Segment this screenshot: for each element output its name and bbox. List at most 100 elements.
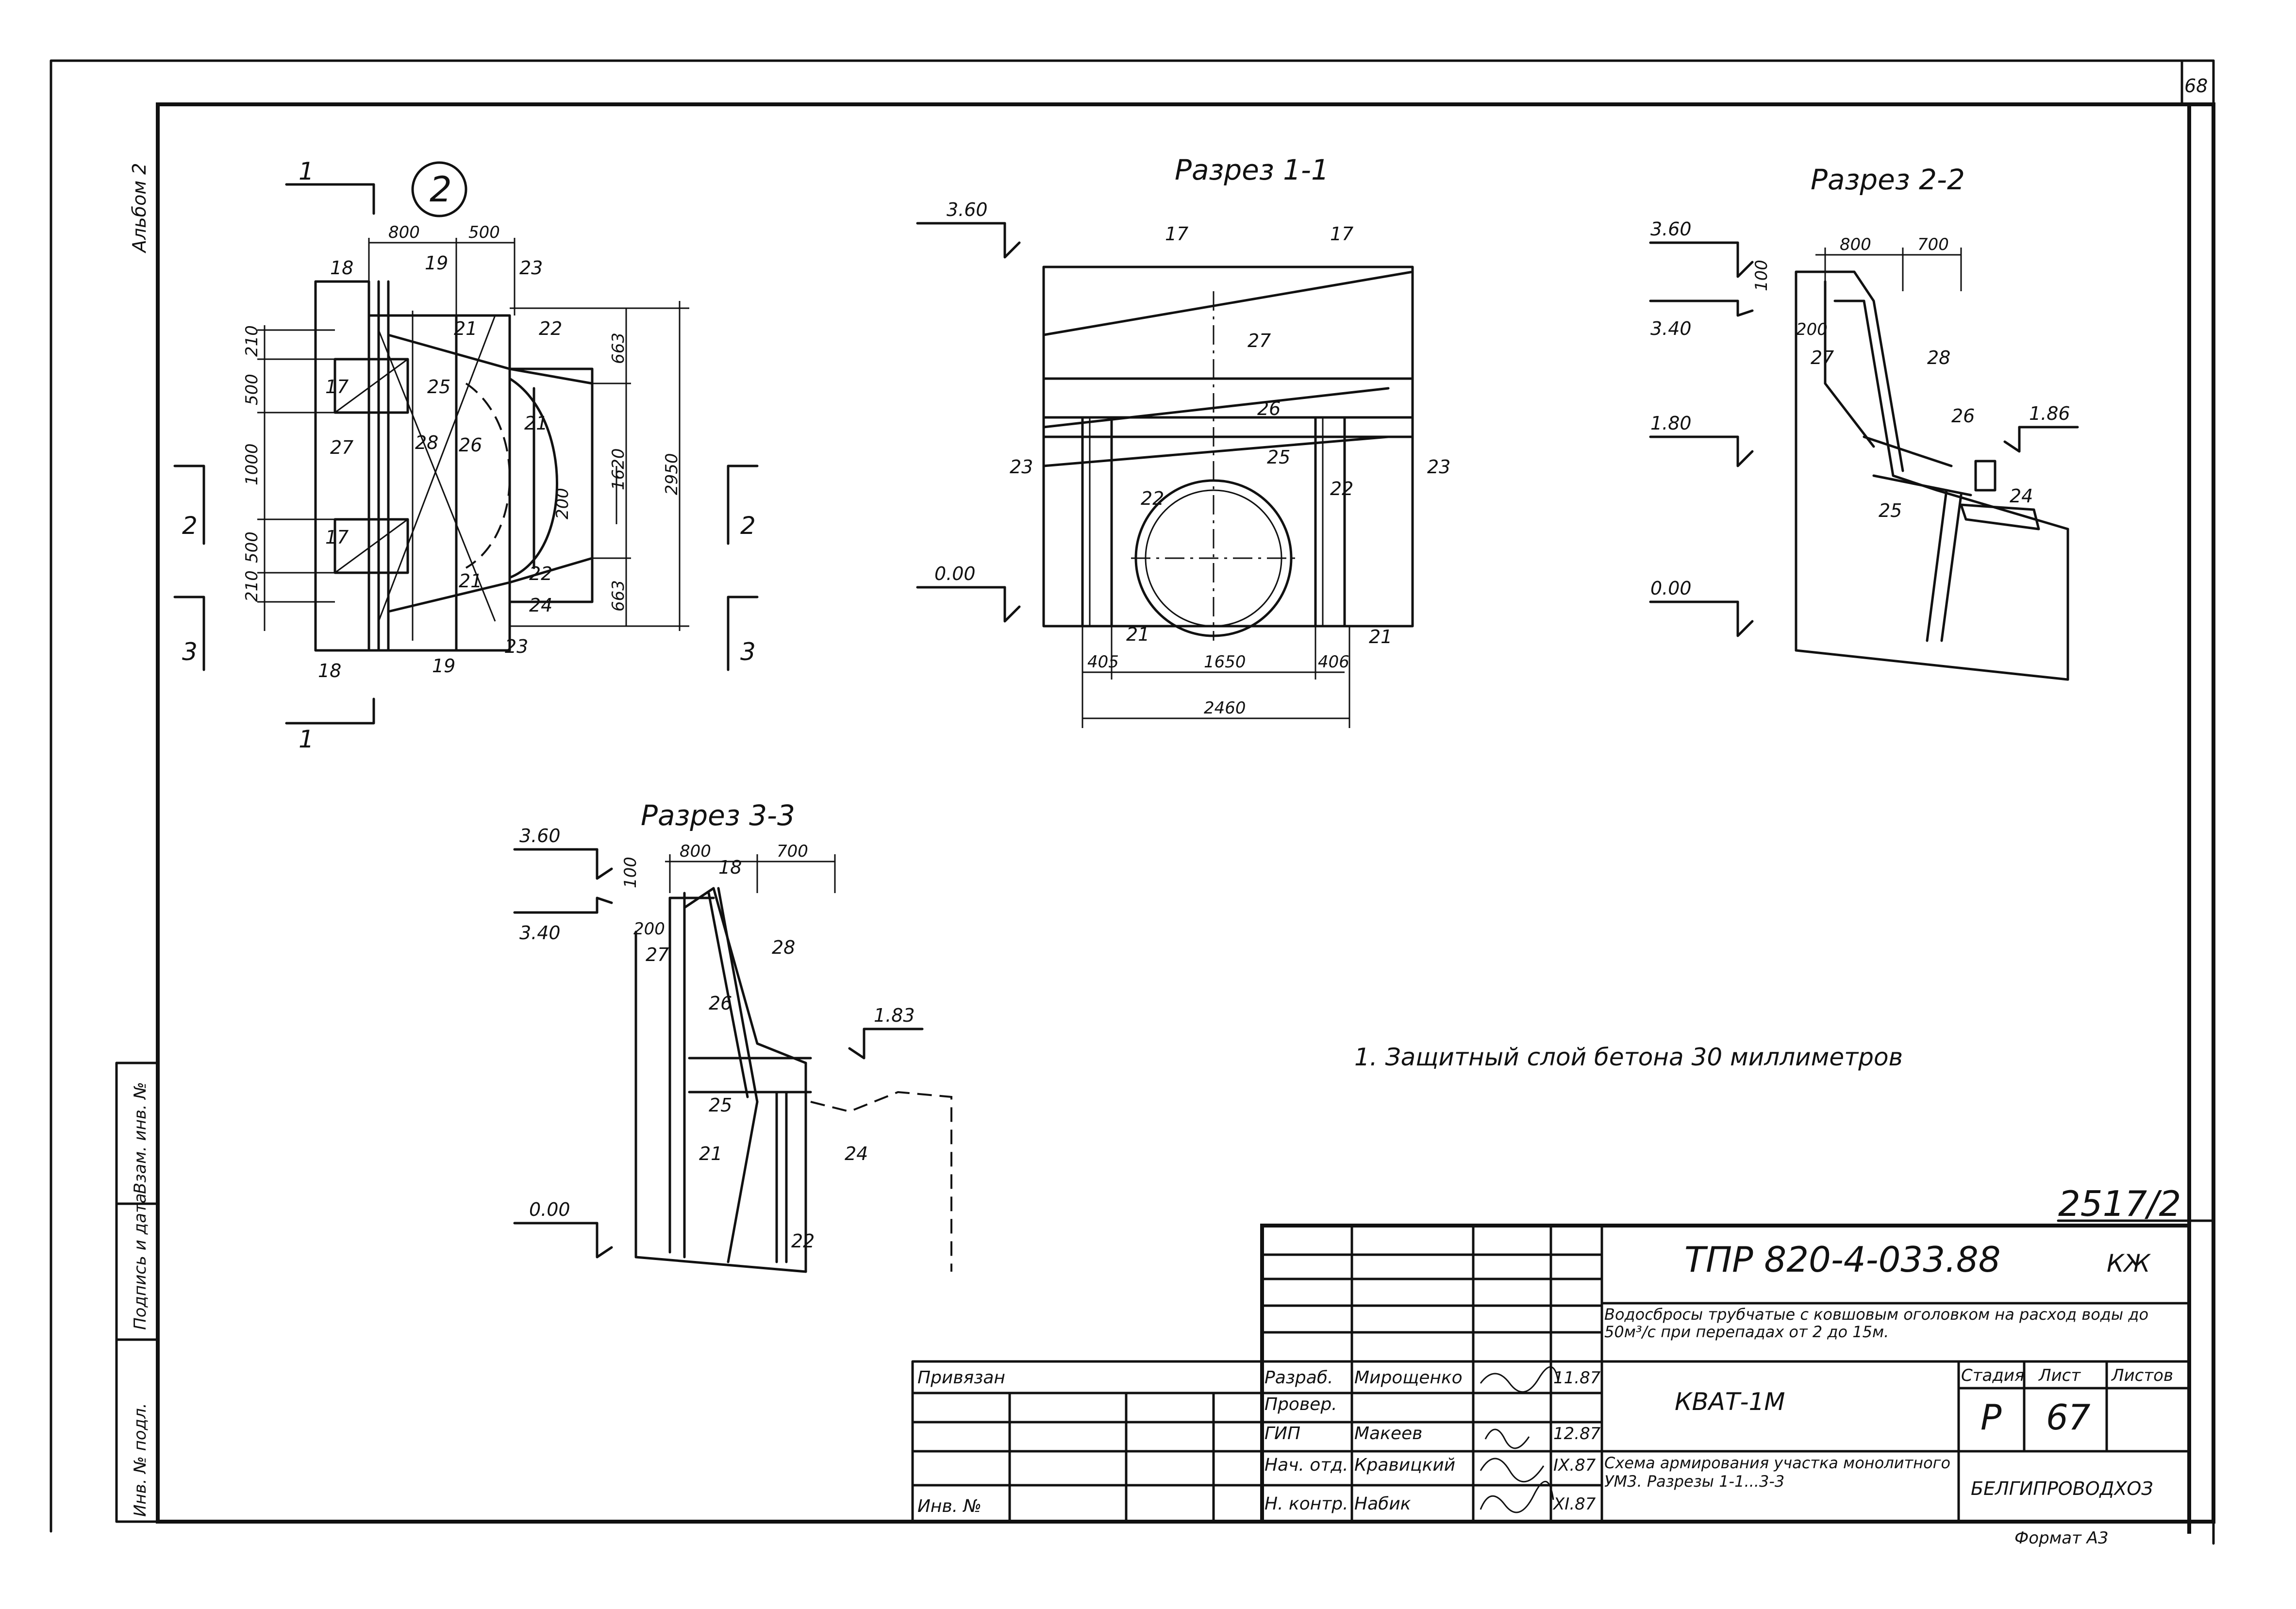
side-stamp: Инв. № подл. Подпись и дата Взам. инв. № xyxy=(115,1062,159,1523)
stage-value: Р xyxy=(1980,1397,2002,1438)
section-2-2-label: 25 xyxy=(1879,500,1902,521)
plan-label: 23 xyxy=(519,257,543,279)
role-head: Нач. отд. xyxy=(1264,1455,1348,1475)
stage-header: Стадия xyxy=(1961,1366,2024,1385)
plan-dim-top-1: 800 xyxy=(388,223,420,242)
cut-3-right: 3 xyxy=(740,638,756,666)
plan-label: 24 xyxy=(529,595,552,616)
section-1-1-label: 17 xyxy=(1330,223,1353,245)
section-1-1-label: 21 xyxy=(1126,624,1149,645)
general-note: 1. Защитный слой бетона 30 миллиметров xyxy=(1354,1043,1903,1071)
section-1-1-label: 23 xyxy=(1427,456,1450,478)
section-3-3-dim: 800 xyxy=(680,842,711,861)
format-label: Формат А3 xyxy=(2014,1528,2109,1548)
date-normcontrol: XI.87 xyxy=(1552,1494,1596,1514)
title-block-texts: 2517/2 ТПР 820-4-033.88 КЖ Водосбросы тр… xyxy=(917,1183,2181,1548)
plan-label: 22 xyxy=(529,563,552,584)
section-3-3-label: 28 xyxy=(772,937,795,958)
section-3-3-label: 24 xyxy=(845,1143,868,1164)
date-gip: 12.87 xyxy=(1553,1424,1601,1443)
plan-circle-mark: 2 xyxy=(430,169,452,210)
linked-label: Привязан xyxy=(917,1368,1005,1388)
section-3-3-dim: 200 xyxy=(633,919,665,939)
section-1-1-dim: 1650 xyxy=(1204,652,1246,672)
cut-2-left: 2 xyxy=(182,512,198,540)
plan-label: 18 xyxy=(330,257,353,279)
role-gip: ГИП xyxy=(1264,1424,1300,1443)
plan-label: 23 xyxy=(505,636,528,657)
plan-dim-left-2: 500 xyxy=(242,374,262,405)
plan-label: 21 xyxy=(454,318,477,339)
album-label: Альбом 2 xyxy=(129,163,150,254)
section-2-2-label: 24 xyxy=(2010,485,2033,507)
archive-number: 2517/2 xyxy=(2058,1183,2181,1224)
section-3-3-level: 3.40 xyxy=(519,922,561,944)
section-2-2-level: 3.60 xyxy=(1650,218,1692,240)
section-1-1-label: 22 xyxy=(1141,488,1164,509)
plan-dim-left-3: 1000 xyxy=(242,443,262,485)
section-1-1-label: 25 xyxy=(1267,447,1290,468)
plan-label: 26 xyxy=(459,434,482,456)
side-stamp-replace: Взам. инв. № xyxy=(131,1082,150,1194)
plan-label: 21 xyxy=(524,413,548,434)
section-1-1-label: 17 xyxy=(1165,223,1188,245)
section-3-3-title: Разрез 3-3 xyxy=(641,799,795,832)
plan-label: 18 xyxy=(318,660,341,681)
organization: БЕЛГИПРОВОДХОЗ xyxy=(1971,1478,2153,1499)
section-2-2-level: 0.00 xyxy=(1650,578,1692,599)
cut-1-top: 1 xyxy=(299,157,314,185)
sheets-header: Листов xyxy=(2111,1366,2173,1385)
project-title: Водосбросы трубчатые с ковшовым оголовко… xyxy=(1604,1306,2149,1341)
plan-dim-left-4: 500 xyxy=(242,531,262,563)
role-checker: Провер. xyxy=(1264,1394,1337,1414)
section-3-3-texts: Разрез 3-3 3.60 3.40 1.83 0.00 800 700 1… xyxy=(519,799,915,1252)
sheet-number: 68 xyxy=(2184,75,2208,97)
section-2-2-label: 28 xyxy=(1927,347,1950,368)
section-2-2-texts: Разрез 2-2 3.60 3.40 1.80 1.86 0.00 800 … xyxy=(1650,163,2070,599)
signature-head xyxy=(1480,1458,1545,1483)
section-2-2 xyxy=(1649,241,2079,681)
plan-dim-right-3: 663 xyxy=(609,580,628,612)
plan-label: 17 xyxy=(325,527,349,548)
section-1-1-dim: 2460 xyxy=(1204,698,1246,718)
plan-label: 22 xyxy=(539,318,562,339)
section-2-2-level: 1.80 xyxy=(1650,413,1692,434)
cut-1-bottom: 1 xyxy=(299,725,314,753)
date-developer: 11.87 xyxy=(1553,1368,1601,1388)
plan-dim-inner: 200 xyxy=(553,488,572,519)
sheet-value: 67 xyxy=(2046,1397,2091,1438)
signature-developer xyxy=(1480,1366,1559,1393)
section-2-2-label: 26 xyxy=(1951,405,1975,427)
plan-label: 19 xyxy=(425,252,448,274)
section-1-1-dim: 406 xyxy=(1318,652,1349,672)
plan-dim-left-5: 210 xyxy=(242,570,262,602)
sheet-header: Лист xyxy=(2038,1366,2081,1385)
plan-dim-right-1: 663 xyxy=(609,332,628,364)
section-3-3-level: 0.00 xyxy=(529,1199,570,1220)
section-3-3-label: 26 xyxy=(709,993,732,1014)
section-2-2-level: 1.86 xyxy=(2029,403,2070,424)
signature-normcontrol xyxy=(1480,1480,1554,1513)
section-1-1-level: 3.60 xyxy=(947,199,988,220)
section-2-2-dim: 700 xyxy=(1917,235,1949,254)
section-3-3-label: 25 xyxy=(709,1095,732,1116)
section-1-1-level: 0.00 xyxy=(934,563,976,584)
side-stamp-inv: Инв. № подл. xyxy=(131,1403,150,1517)
section-2-2-dim: 100 xyxy=(1752,260,1771,291)
cut-2-right: 2 xyxy=(740,512,756,540)
role-normcontrol: Н. контр. xyxy=(1264,1494,1348,1514)
document-code: ТПР 820-4-033.88 xyxy=(1684,1239,2001,1280)
section-2-2-dim: 800 xyxy=(1840,235,1871,254)
section-2-2-dim: 200 xyxy=(1796,320,1828,339)
section-3-3-label: 22 xyxy=(791,1230,815,1252)
plan-label: 28 xyxy=(415,432,438,453)
section-2-2-title: Разрез 2-2 xyxy=(1811,163,1965,196)
section-3-3 xyxy=(513,848,952,1273)
section-1-1-texts: Разрез 1-1 3.60 0.00 17 17 27 26 25 23 2… xyxy=(934,153,1450,718)
plan-dim-top-2: 500 xyxy=(468,223,500,242)
plan-view xyxy=(173,161,759,725)
section-3-3-label: 21 xyxy=(699,1143,722,1164)
cut-3-left: 3 xyxy=(182,638,198,666)
drawing-code: КВАТ-1М xyxy=(1675,1388,1785,1416)
